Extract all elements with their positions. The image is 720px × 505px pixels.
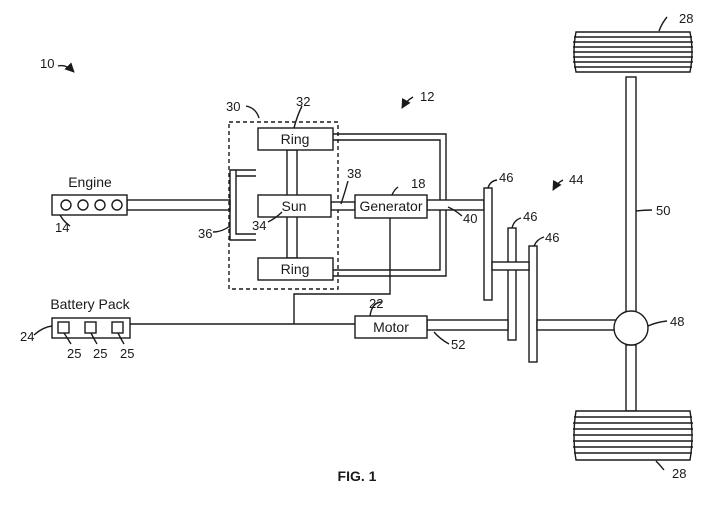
axle-lower [625,344,637,412]
leader-25a [63,332,72,345]
leader-28-bottom [655,460,665,471]
leader-46a [487,179,498,189]
final-drive-shaft [536,319,617,331]
engine-cylinder-2 [77,199,89,211]
leader-38 [340,180,349,205]
leader-10 [57,62,75,73]
motor-shaft-52 [426,319,509,331]
leader-25c [117,332,125,345]
ref-50: 50 [656,203,670,218]
gear-46a [483,187,493,301]
ref-32: 32 [296,94,310,109]
ref-46a: 46 [499,170,513,185]
ring-top-box [257,127,334,151]
leader-52 [433,331,450,345]
battery-cell-1 [57,321,70,334]
leader-50 [635,209,653,212]
generator-label: Generator [359,198,422,214]
ref-34: 34 [252,218,266,233]
gear-46b [507,227,517,341]
engine-cylinder-1 [60,199,72,211]
sun-box [257,194,332,218]
leader-34 [267,211,283,223]
ref-25c: 25 [120,346,134,361]
carrier-bracket-top [230,169,256,177]
battery-cell-3 [111,321,124,334]
ref-40: 40 [463,211,477,226]
leader-48 [647,320,668,327]
battery-cell-2 [84,321,97,334]
ref-18: 18 [411,176,425,191]
leader-28-top [658,16,668,32]
countershaft [491,261,530,271]
leader-44 [552,179,564,191]
ref-36: 36 [198,226,212,241]
ref-28-bottom: 28 [672,466,686,481]
wheel-top [573,31,693,73]
ref-38: 38 [347,166,361,181]
sun-label: Sun [282,198,307,214]
leader-46b [511,217,522,229]
figure-title: FIG. 1 [338,468,377,484]
ring-bottom-box [257,257,334,281]
ref-25b: 25 [93,346,107,361]
ref-25a: 25 [67,346,81,361]
generator-box [354,194,428,219]
ref-48: 48 [670,314,684,329]
leader-24 [33,325,53,336]
ring-bottom-label: Ring [281,261,310,277]
leader-40 [447,206,463,217]
motor-box [354,315,428,339]
ref-12: 12 [420,89,434,104]
engine-box [51,194,128,216]
ref-28-top: 28 [679,11,693,26]
ref-46c: 46 [545,230,559,245]
ref-46b: 46 [523,209,537,224]
ring-top-label: Ring [281,131,310,147]
engine-cylinder-4 [111,199,123,211]
motor-label: Motor [373,319,409,335]
leader-46c [533,236,545,247]
leader-14 [59,214,71,227]
output-shaft-40 [426,199,485,211]
carrier-bracket [229,170,256,241]
axle-upper [625,76,637,314]
differential [613,310,649,346]
ref-22: 22 [369,296,383,311]
leader-30 [245,105,260,119]
leader-25b [90,332,98,345]
ref-52: 52 [451,337,465,352]
engine-shaft [126,199,231,211]
ref-24: 24 [20,329,34,344]
ref-14: 14 [55,220,69,235]
battery-pack-label: Battery Pack [50,296,130,312]
engine-cylinder-3 [94,199,106,211]
leader-18 [391,186,399,196]
gear-46c [528,245,538,363]
leader-12 [401,96,414,109]
generator-electrical-line [293,218,391,324]
ref-44: 44 [569,172,583,187]
leader-22 [369,301,383,317]
engine-label: Engine [68,174,112,190]
leader-36 [212,225,231,233]
ref-30: 30 [226,99,240,114]
ref-10: 10 [40,56,54,71]
sun-generator-shaft [330,201,356,211]
leader-32 [293,105,303,129]
wheel-bottom [573,410,693,461]
